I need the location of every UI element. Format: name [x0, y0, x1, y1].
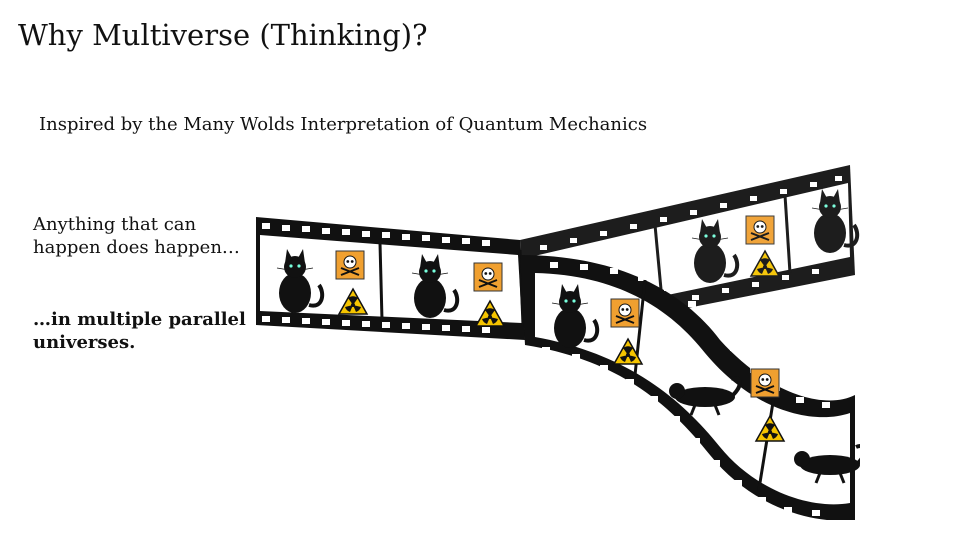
- body-text-anything: Anything that can happen does happen…: [33, 214, 240, 258]
- subtitle: Inspired by the Many Wolds Interpretatio…: [39, 114, 648, 135]
- film-strip-illustration: [256, 165, 860, 520]
- main-film-strip: [256, 217, 525, 340]
- page-title: Why Multiverse (Thinking)?: [18, 18, 428, 52]
- body-text-parallel-universes: …in multiple parallel universes.: [33, 309, 246, 353]
- lower-film-strip: [520, 255, 860, 520]
